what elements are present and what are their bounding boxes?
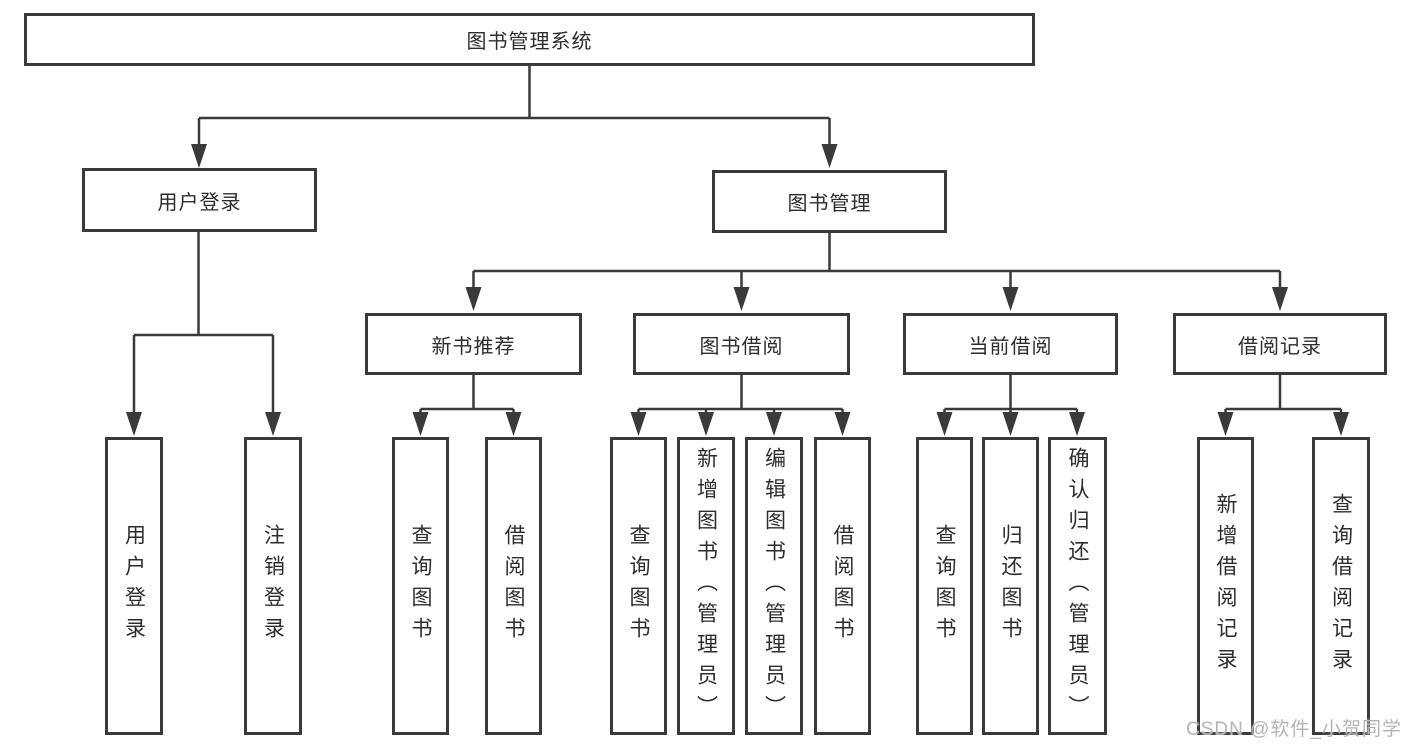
node-label: 借阅记录 xyxy=(1238,335,1322,358)
leaf-label: 新增图书（管理员） xyxy=(694,446,718,726)
arrowheads xyxy=(126,144,1349,436)
leaf-label: 查询借阅记录 xyxy=(1329,493,1353,679)
leaf-label: 编辑图书（管理员） xyxy=(762,446,786,726)
node-label: 当前借阅 xyxy=(968,335,1053,358)
node-new-book-recommendation: 新书推荐 xyxy=(365,313,582,375)
node-user-login: 用户登录 xyxy=(82,168,317,232)
leaf-label: 查询图书 xyxy=(409,524,432,648)
leaf-borrow-books: 借阅图书 xyxy=(814,437,871,735)
leaf-logout: 注销登录 xyxy=(244,437,302,735)
node-book-borrowing: 图书借阅 xyxy=(633,313,850,375)
leaf-query-books-current: 查询图书 xyxy=(916,437,973,735)
node-borrowing-records: 借阅记录 xyxy=(1173,313,1387,375)
leaf-label: 注销登录 xyxy=(261,524,285,648)
leaf-label: 归还图书 xyxy=(999,524,1022,648)
node-label: 新书推荐 xyxy=(431,335,516,358)
leaf-borrow-books-recommend: 借阅图书 xyxy=(485,437,542,735)
node-library-management-system: 图书管理系统 xyxy=(24,13,1035,66)
leaf-label: 查询图书 xyxy=(627,524,650,648)
leaf-add-books-admin: 新增图书（管理员） xyxy=(677,437,735,735)
leaf-label: 借阅图书 xyxy=(831,524,854,648)
leaf-label: 确认归还（管理员） xyxy=(1066,446,1089,726)
leaf-label: 新增借阅记录 xyxy=(1214,493,1237,679)
leaf-edit-books-admin: 编辑图书（管理员） xyxy=(745,437,803,735)
leaf-confirm-return-admin: 确认归还（管理员） xyxy=(1048,437,1107,735)
csdn-watermark: CSDN @软件_小贺同学 xyxy=(1186,719,1402,740)
leaf-label: 借阅图书 xyxy=(502,524,525,648)
node-label: 图书借阅 xyxy=(699,335,784,358)
leaf-return-books: 归还图书 xyxy=(982,437,1039,735)
leaf-label: 查询图书 xyxy=(933,524,956,648)
node-label: 用户登录 xyxy=(157,191,242,214)
node-label: 图书管理 xyxy=(787,193,872,215)
leaf-query-books-borrow: 查询图书 xyxy=(610,437,667,735)
leaf-query-borrow-record: 查询借阅记录 xyxy=(1312,437,1370,735)
leaf-label: 用户登录 xyxy=(122,524,146,648)
node-book-management: 图书管理 xyxy=(712,170,947,233)
node-label: 图书管理系统 xyxy=(466,31,593,53)
leaf-user-login: 用户登录 xyxy=(105,437,163,735)
node-current-borrowing: 当前借阅 xyxy=(903,313,1118,375)
leaf-query-books-recommend: 查询图书 xyxy=(392,437,449,735)
leaf-add-borrow-record: 新增借阅记录 xyxy=(1197,437,1254,735)
